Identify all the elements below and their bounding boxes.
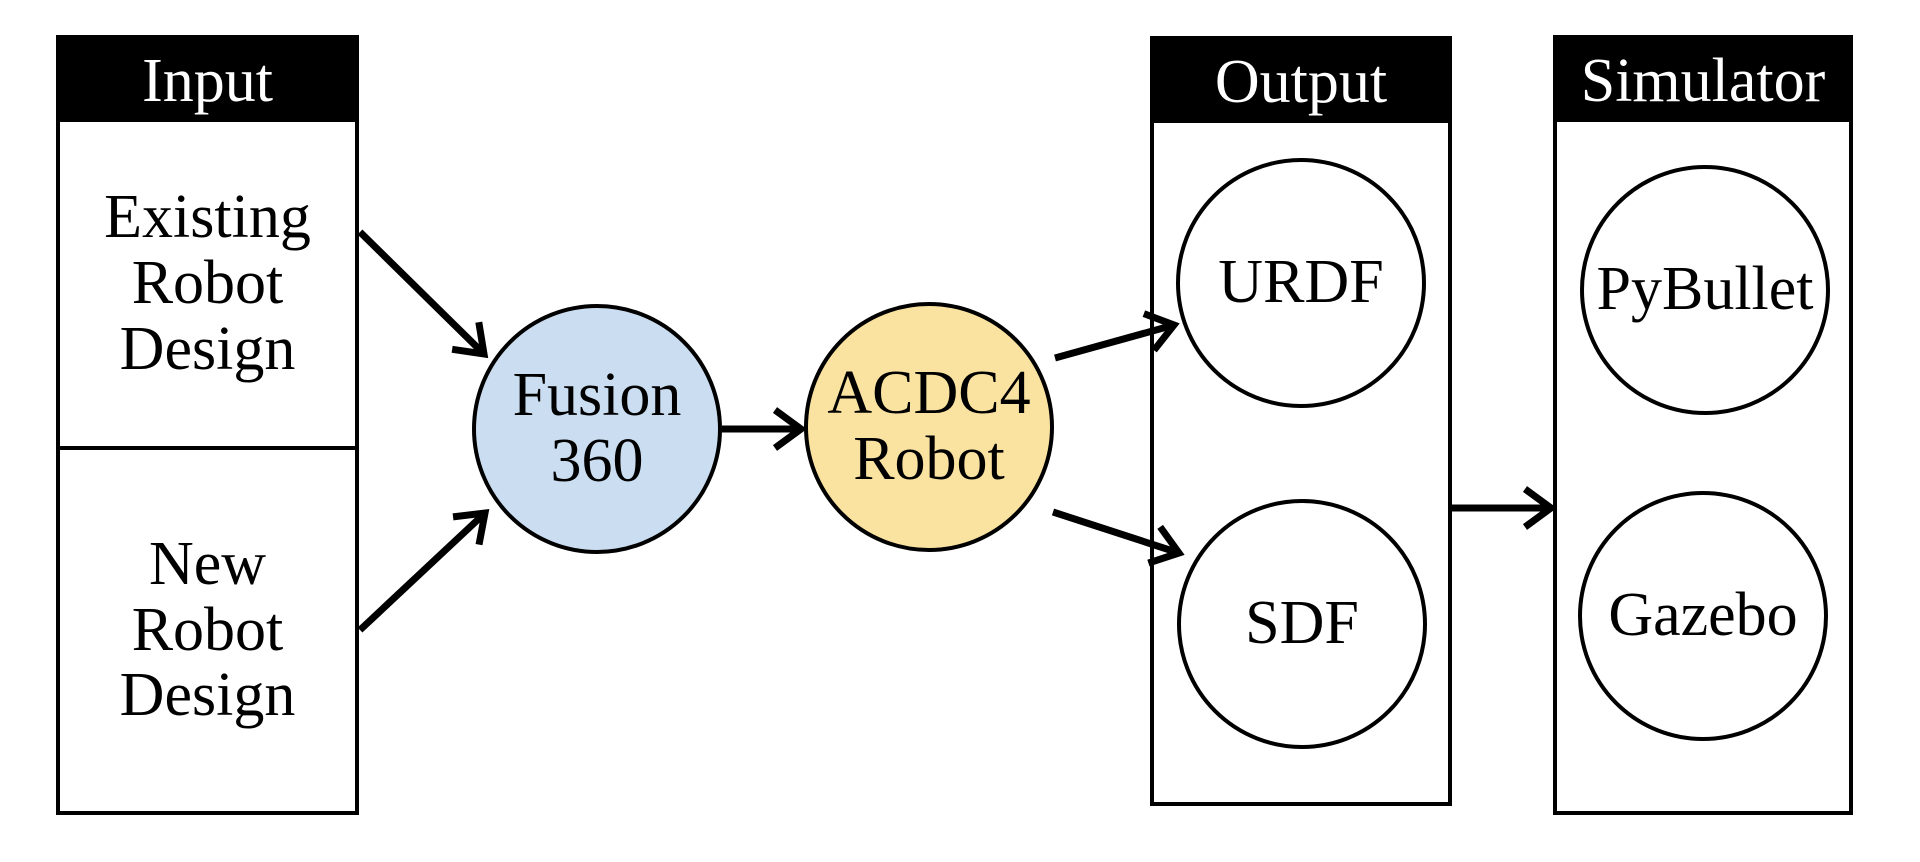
gazebo-node: Gazebo — [1578, 491, 1828, 741]
arrow-new-design-to-fusion360 — [357, 508, 490, 633]
input-item-existing-robot-design: Existing Robot Design — [104, 183, 311, 383]
input-panel-title: Input — [142, 46, 273, 115]
simulator-panel-title: Simulator — [1580, 46, 1826, 115]
input-item-new-robot-design: New Robot Design — [60, 446, 355, 811]
fusion360-node: Fusion 360 — [472, 304, 722, 554]
sdf-node: SDF — [1177, 499, 1427, 749]
acdc4robot-node: ACDC4 Robot — [804, 302, 1054, 552]
input-panel-header: Input — [60, 39, 355, 122]
pybullet-node: PyBullet — [1580, 165, 1830, 415]
input-panel: Input Existing Robot Design New Robot De… — [56, 35, 359, 815]
simulator-panel-header: Simulator — [1557, 39, 1849, 122]
output-panel-title: Output — [1214, 47, 1388, 116]
urdf-node: URDF — [1176, 158, 1426, 408]
output-panel-header: Output — [1154, 40, 1448, 123]
arrow-existing-design-to-fusion360 — [357, 229, 489, 359]
